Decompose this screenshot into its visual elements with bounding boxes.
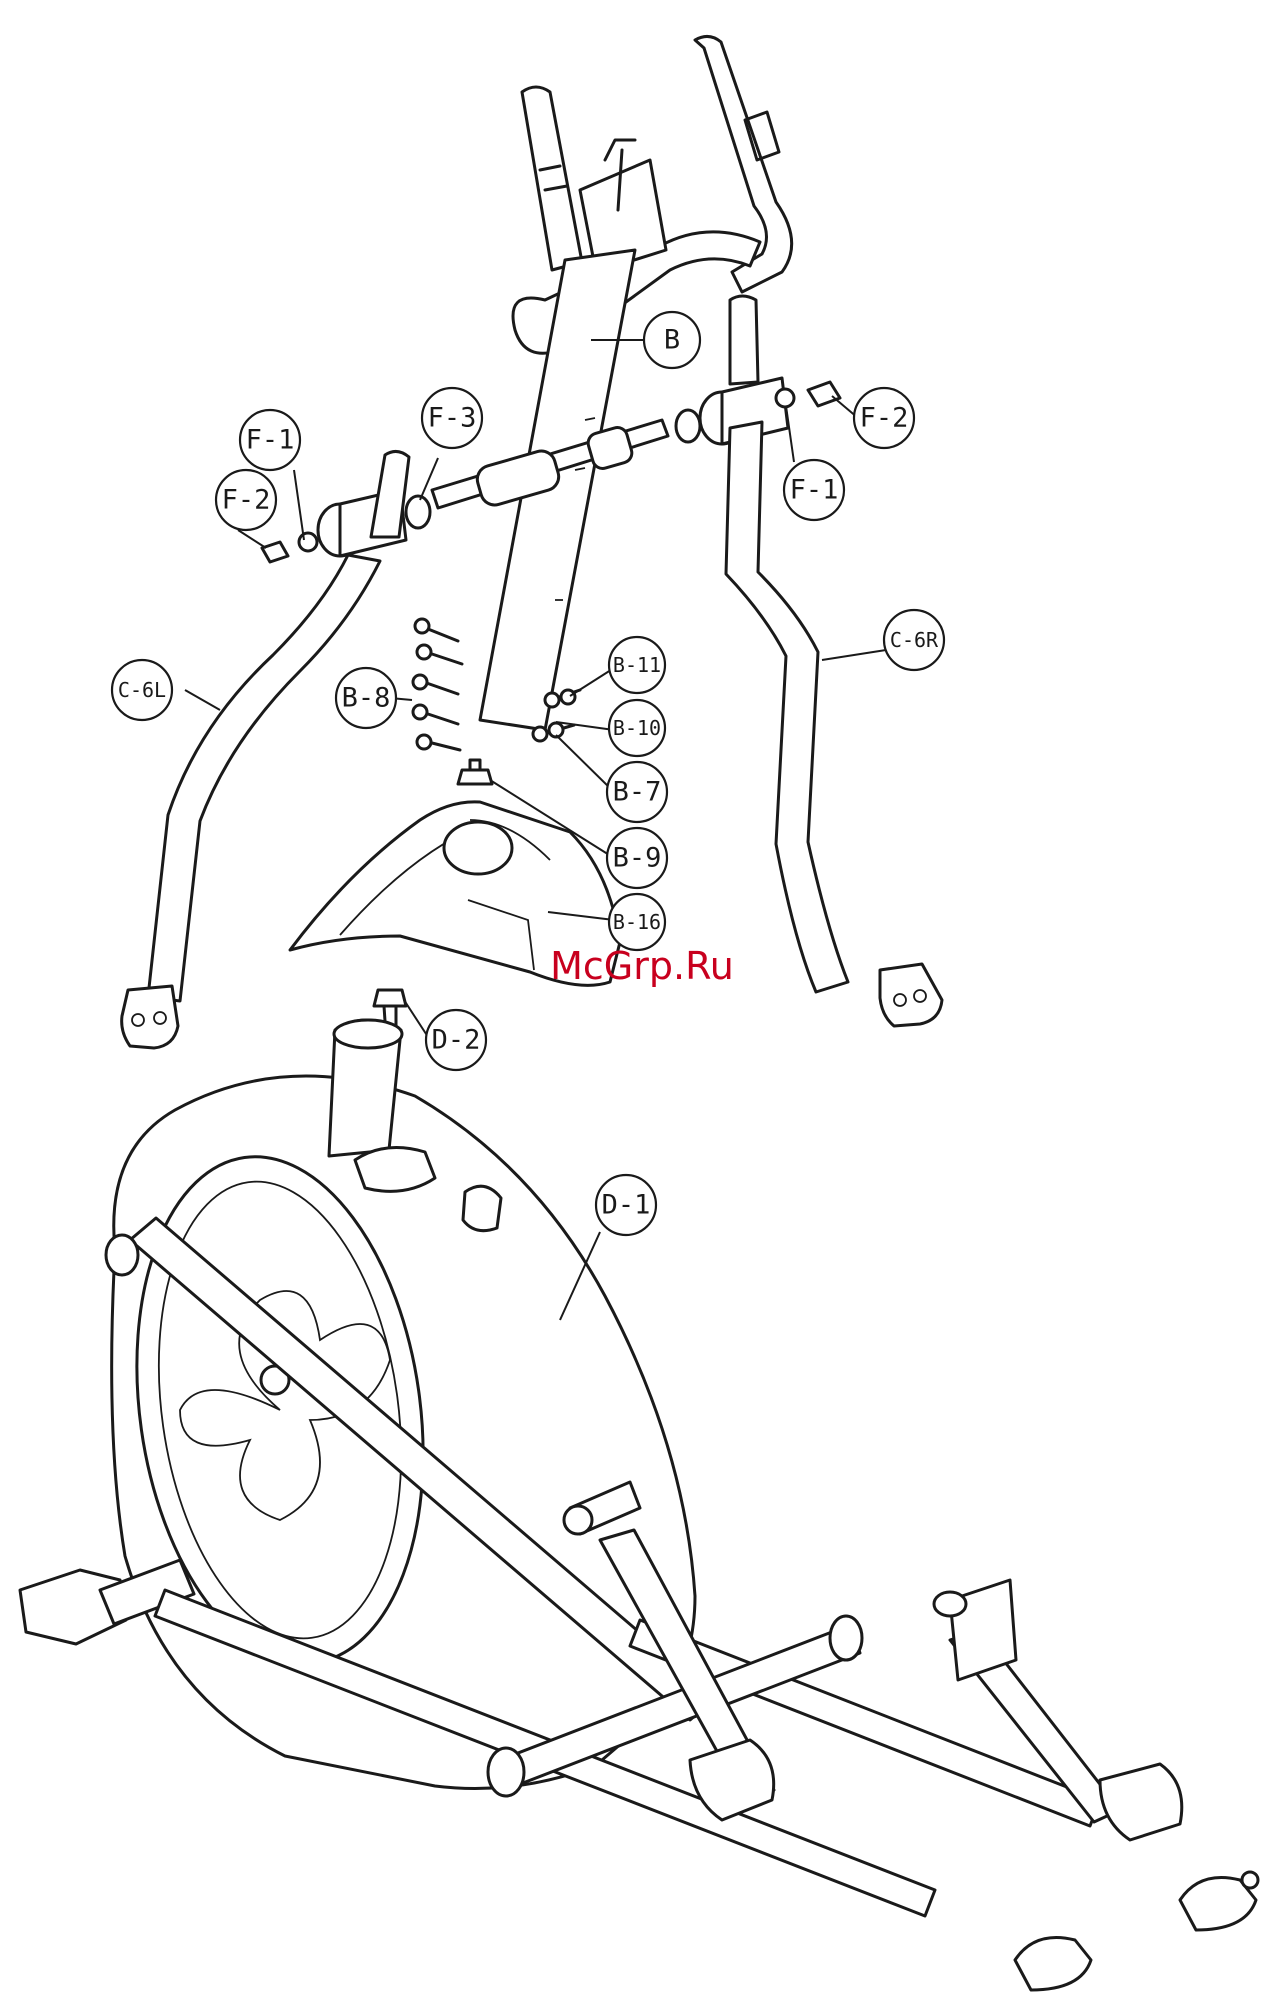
callout-label-d2: D-2 <box>432 1025 481 1056</box>
callout-label-b8: B-8 <box>342 683 391 714</box>
callout-b10: B-10 <box>609 700 665 756</box>
callout-c6r: C-6R <box>884 610 944 670</box>
callout-label-f2-right: F-2 <box>860 403 909 434</box>
callout-f3: F-3 <box>422 388 482 448</box>
callout-label-b16: B-16 <box>613 910 661 934</box>
callout-f1-right: F-1 <box>784 460 844 520</box>
callout-b11: B-11 <box>609 637 665 693</box>
frame-d1 <box>20 1020 1258 1990</box>
callout-label-f1-right: F-1 <box>790 475 839 506</box>
callout-label-f3: F-3 <box>428 403 477 434</box>
callout-label-f2-left: F-2 <box>222 485 271 516</box>
callout-label-d1: D-1 <box>602 1190 651 1221</box>
callout-b8: B-8 <box>336 668 396 728</box>
watermark-text: McGrp.Ru <box>550 944 734 988</box>
part-b9 <box>458 760 492 784</box>
bolts-b8 <box>413 619 462 750</box>
callout-b9: B-9 <box>607 828 667 888</box>
callout-label-f1-left: F-1 <box>246 425 295 456</box>
callout-b7: B-7 <box>607 762 667 822</box>
callout-label-b9: B-9 <box>613 843 662 874</box>
callout-d1: D-1 <box>596 1175 656 1235</box>
callout-b16: B-16 <box>609 894 665 950</box>
callout-b: B <box>644 312 700 368</box>
callout-f2-right: F-2 <box>854 388 914 448</box>
callout-label-c6l: C-6L <box>118 678 166 702</box>
callout-label-b7: B-7 <box>613 777 662 808</box>
callout-f2-left: F-2 <box>216 470 276 530</box>
callout-c6l: C-6L <box>112 660 172 720</box>
callout-label-b11: B-11 <box>613 653 661 677</box>
callout-f1-left: F-1 <box>240 410 300 470</box>
callout-label-b10: B-10 <box>613 716 661 740</box>
callout-d2: D-2 <box>426 1010 486 1070</box>
callout-label-b: B <box>664 325 680 356</box>
callout-label-c6r: C-6R <box>890 628 939 652</box>
